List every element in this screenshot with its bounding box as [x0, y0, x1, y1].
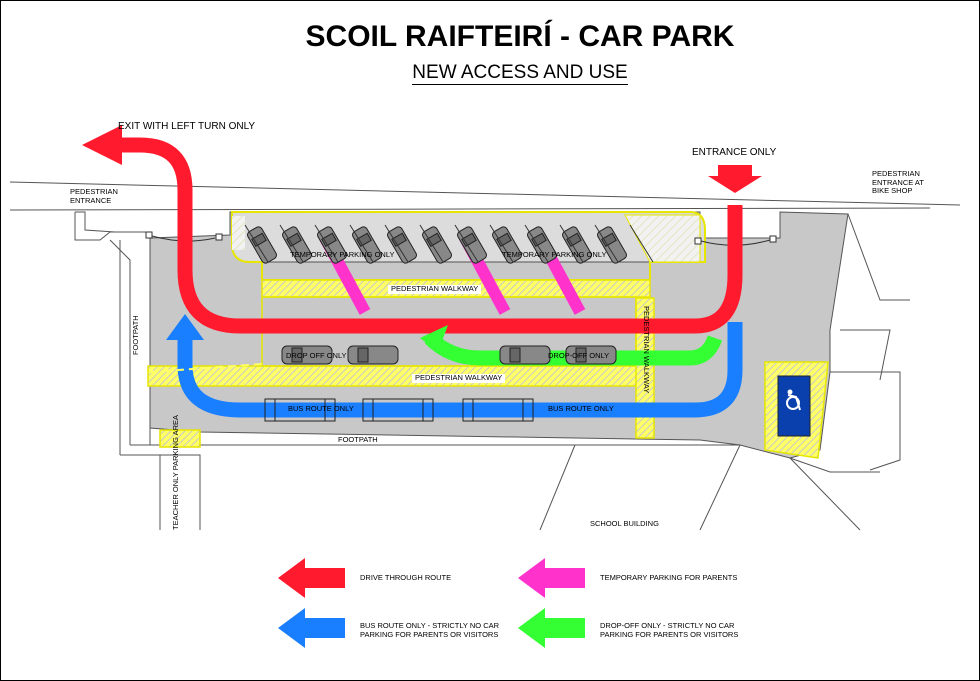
footpath-vertical-label: FOOTPATH	[131, 315, 140, 355]
main-road	[9, 181, 961, 211]
legend-label-drive-through: DRIVE THROUGH ROUTE	[360, 573, 452, 582]
hatched-corner	[624, 214, 701, 263]
legend-arrow-red	[278, 558, 345, 598]
drop-off-cars	[281, 345, 617, 365]
legend-arrow-blue	[278, 608, 345, 648]
exit-label: EXIT WITH LEFT TURN ONLY	[118, 121, 256, 132]
legend-arrows	[278, 558, 585, 648]
legend-label-bus-route-line1: BUS ROUTE ONLY - STRICTLY NO CAR	[360, 621, 500, 630]
pedestrian-entrance-bike-label: PEDESTRIAN ENTRANCE AT BIKE SHOP	[872, 169, 924, 196]
pedestrian-entrance-bike-line1: PEDESTRIAN	[872, 169, 920, 178]
pedestrian-entrance-left-line2: ENTRANCE	[70, 195, 112, 205]
pedestrian-entrance-bike-line2: ENTRANCE AT	[872, 177, 924, 187]
bus-route-label-2: BUS ROUTE ONLY	[548, 404, 614, 413]
pedestrian-entrance-left-label: PEDESTRIAN ENTRANCE	[70, 187, 118, 205]
legend-label-bus-route-line2: PARKING FOR PARENTS OR VISITORS	[360, 629, 499, 639]
temporary-parking-label-1: TEMPORARY PARKING ONLY	[290, 250, 395, 259]
parking-bay-lines	[244, 224, 654, 263]
lane-dashed-line	[149, 363, 263, 373]
entrance-only-label: ENTRANCE ONLY	[692, 147, 777, 158]
legend-label-drop-off-line2: PARKING FOR PARENTS OR VISITORS	[600, 629, 739, 639]
wheelchair-icon	[786, 389, 801, 411]
legend-item-drive-through: DRIVE THROUGH ROUTE	[360, 573, 452, 583]
legend-item-temporary-parking: TEMPORARY PARKING FOR PARENTS	[600, 573, 738, 583]
parked-cars-top	[247, 226, 627, 264]
legend-arrow-green	[518, 608, 585, 648]
drive-through-route	[122, 137, 743, 334]
legend-label-drop-off-line1: DROP-OFF ONLY - STRICTLY NO CAR	[600, 621, 735, 630]
bus-route-label-1: BUS ROUTE ONLY	[288, 404, 354, 413]
bus-bays	[264, 398, 534, 422]
drop-off-label-1: DROP OFF ONLY	[286, 351, 347, 360]
pedestrian-walkway-vertical-label: PEDESTRIAN WALKWAY	[642, 306, 651, 394]
pedestrian-entrance-bike-line3: BIKE SHOP	[872, 186, 913, 196]
exit-arrow-head	[82, 125, 122, 165]
pedestrian-walkway-bottom-label: PEDESTRIAN WALKWAY	[412, 373, 506, 383]
bus-route-arrow-head	[166, 314, 204, 340]
pedestrian-walkway-top-label: PEDESTRIAN WALKWAY	[388, 284, 482, 294]
legend-item-bus-route: BUS ROUTE ONLY - STRICTLY NO CAR PARKING…	[360, 621, 500, 639]
disabled-parking-bay	[764, 361, 829, 459]
legend-label-temporary-parking: TEMPORARY PARKING FOR PARENTS	[600, 573, 738, 582]
map-subtitle: NEW ACCESS AND USE	[200, 62, 840, 85]
legend-item-drop-off: DROP-OFF ONLY - STRICTLY NO CAR PARKING …	[600, 621, 739, 639]
footpath-bottom-label: FOOTPATH	[338, 435, 378, 444]
legend-arrow-pink	[518, 558, 585, 598]
pedestrian-entrance-left-line1: PEDESTRIAN	[70, 187, 118, 196]
map-title: SCOIL RAIFTEIRÍ - CAR PARK	[305, 20, 735, 53]
teacher-parking-label: TEACHER ONLY PARKING AREA	[171, 414, 180, 530]
footpath-crossing	[159, 429, 201, 448]
bus-route	[177, 322, 743, 418]
temporary-parking-label-2: TEMPORARY PARKING ONLY	[502, 250, 607, 259]
left-boundary	[74, 211, 910, 531]
entrance-arrow	[708, 165, 762, 193]
walkway-middle	[147, 365, 639, 387]
school-building-label: SCHOOL BUILDING	[590, 519, 659, 528]
hatched-left-corner	[232, 216, 245, 250]
map-subtitle-text: NEW ACCESS AND USE	[412, 62, 628, 85]
drop-off-arrow-head	[420, 325, 448, 352]
drop-off-label-2: DROP-OFF ONLY	[548, 351, 610, 360]
